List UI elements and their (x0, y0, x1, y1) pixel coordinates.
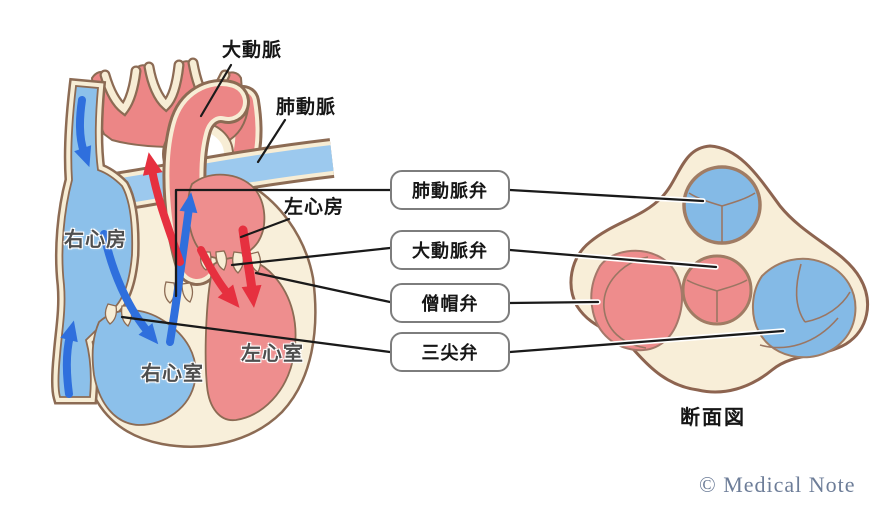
left-atrium-label: 左心房 (284, 197, 345, 218)
label-pointer-lines (199, 63, 291, 239)
aorta-label: 大動脈 (222, 40, 283, 61)
right-atrium-label: 右心房 (64, 229, 127, 251)
tricuspid-valve-section (752, 257, 857, 359)
left-atrium-chamber (187, 173, 266, 260)
ivc-flow-arrow (60, 320, 78, 398)
aortic-valve-section (681, 254, 753, 326)
aorta-pointer-line (199, 63, 233, 118)
aortic-valve-leader-left (230, 246, 392, 267)
pulmonary-valve-box: 肺動脈弁 (390, 170, 510, 210)
rv-to-pa-flow-arrow (166, 192, 198, 346)
cross-section-caption: 断面図 (680, 407, 746, 429)
tricuspid-valve-leaflets (104, 303, 118, 325)
ra-to-rv-flow-arrow (100, 230, 159, 345)
tricuspid-valve-box: 三尖弁 (390, 332, 510, 372)
mitral-valve-leader-left (254, 271, 392, 304)
credit-medical-note: © Medical Note (699, 472, 856, 497)
left-atrium-pointer-line (239, 217, 291, 239)
tricuspid-valve-leader-left (120, 315, 392, 354)
aorta-trunk (162, 79, 250, 286)
cross-section-figure (569, 144, 869, 394)
right-ventricle-label: 右心室 (141, 363, 204, 385)
mitral-valve-box: 僧帽弁 (390, 283, 510, 323)
valve-leader-lines-right (507, 187, 786, 355)
left-ventricle-label: 左心室 (241, 343, 304, 365)
la-to-lv-flow-arrow-2 (197, 246, 240, 308)
aortic-valve-leader-right (508, 248, 718, 269)
pulmonary-artery-label: 肺動脈 (276, 97, 337, 118)
pulmonary-valve-leader-left (174, 188, 392, 298)
svc-flow-arrow (74, 96, 92, 168)
pulmonary-valve-leader-right (508, 188, 705, 203)
aortic-valve-box: 大動脈弁 (390, 230, 510, 270)
pulmonary-valve-section (682, 165, 762, 245)
tricuspid-valve-leader-right (508, 329, 785, 354)
mitral-valve-leader-right (508, 300, 600, 305)
valve-leader-lines-left (120, 188, 392, 354)
pulmonary-artery-pointer-line (256, 118, 287, 164)
